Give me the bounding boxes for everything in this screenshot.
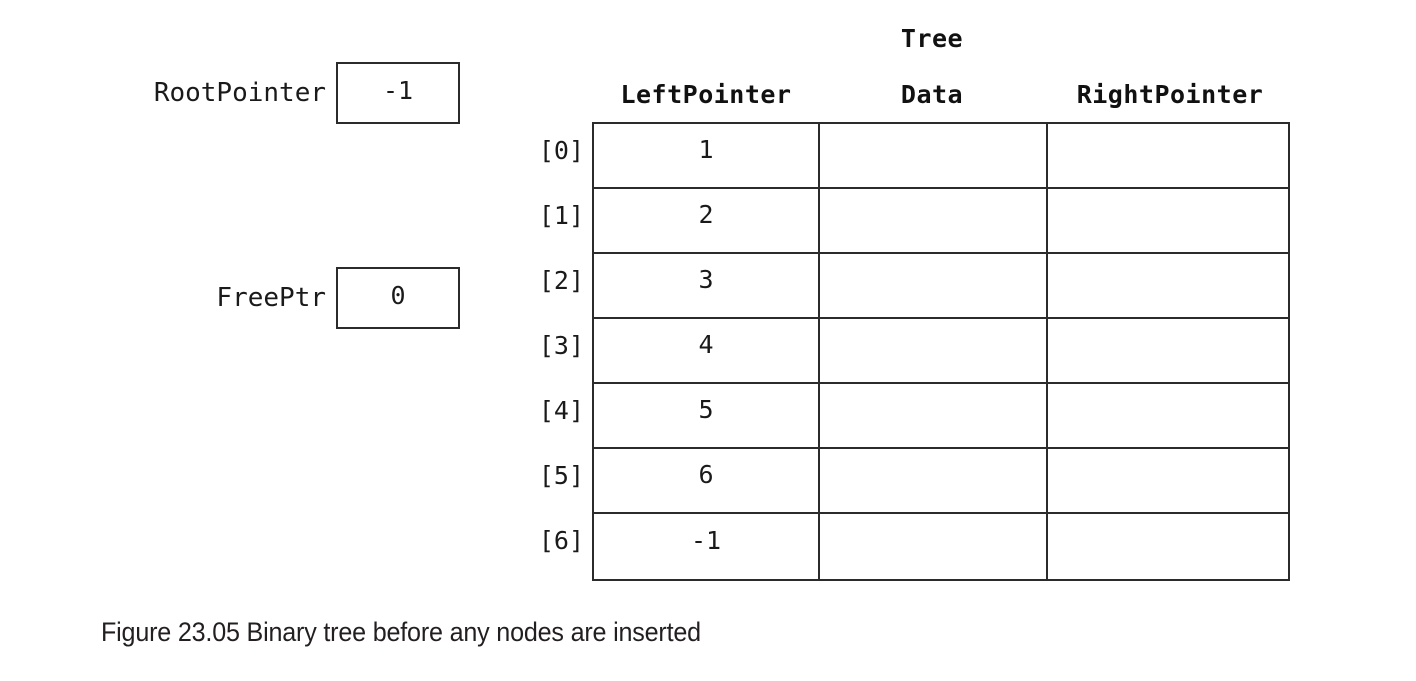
cell-data bbox=[820, 189, 1048, 252]
cell-rightpointer bbox=[1048, 514, 1288, 579]
column-header-leftpointer: LeftPointer bbox=[620, 80, 792, 109]
table-row: [2] 3 bbox=[539, 254, 1288, 319]
tree-column-headers: LeftPointer Data RightPointer bbox=[520, 80, 1310, 122]
tree-grid: [0] 1 [1] 2 [2] 3 [3] 4 [4] 5 bbox=[539, 122, 1290, 581]
table-row: [5] 6 bbox=[539, 449, 1288, 514]
cell-data bbox=[820, 319, 1048, 382]
table-row: [3] 4 bbox=[539, 319, 1288, 384]
free-pointer-box: 0 bbox=[336, 267, 460, 329]
cell-data bbox=[820, 124, 1048, 187]
figure-caption: Figure 23.05 Binary tree before any node… bbox=[101, 617, 701, 647]
root-pointer-label: RootPointer bbox=[153, 78, 326, 108]
cell-data bbox=[820, 254, 1048, 317]
cell-data bbox=[820, 384, 1048, 447]
cell-rightpointer bbox=[1048, 384, 1288, 447]
cell-leftpointer: 1 bbox=[594, 124, 820, 187]
free-pointer-value: 0 bbox=[390, 280, 406, 310]
cell-rightpointer bbox=[1048, 449, 1288, 512]
cell-data bbox=[820, 514, 1048, 579]
root-pointer-variable: RootPointer -1 bbox=[100, 62, 460, 124]
cell-data bbox=[820, 449, 1048, 512]
cell-leftpointer: 4 bbox=[594, 319, 820, 382]
cell-rightpointer bbox=[1048, 254, 1288, 317]
cell-leftpointer: 2 bbox=[594, 189, 820, 252]
tree-group-title: Tree bbox=[900, 24, 964, 53]
root-pointer-value: -1 bbox=[382, 75, 414, 105]
column-header-data: Data bbox=[900, 80, 964, 109]
table-row: [0] 1 bbox=[539, 124, 1288, 189]
cell-rightpointer bbox=[1048, 319, 1288, 382]
row-index-label: [0] bbox=[538, 136, 584, 165]
row-index-label: [4] bbox=[538, 396, 584, 425]
row-index-label: [2] bbox=[538, 266, 584, 295]
root-pointer-box: -1 bbox=[336, 62, 460, 124]
table-row: [4] 5 bbox=[539, 384, 1288, 449]
cell-leftpointer: -1 bbox=[594, 514, 820, 579]
table-row: [6] -1 bbox=[539, 514, 1288, 579]
free-pointer-label: FreePtr bbox=[216, 283, 326, 313]
row-index-label: [6] bbox=[538, 526, 584, 555]
cell-leftpointer: 5 bbox=[594, 384, 820, 447]
row-index-label: [3] bbox=[538, 331, 584, 360]
cell-leftpointer: 6 bbox=[594, 449, 820, 512]
table-row: [1] 2 bbox=[539, 189, 1288, 254]
row-index-label: [1] bbox=[538, 201, 584, 230]
cell-rightpointer bbox=[1048, 124, 1288, 187]
row-index-label: [5] bbox=[538, 461, 584, 490]
column-header-rightpointer: RightPointer bbox=[1076, 80, 1264, 109]
cell-rightpointer bbox=[1048, 189, 1288, 252]
cell-leftpointer: 3 bbox=[594, 254, 820, 317]
free-pointer-variable: FreePtr 0 bbox=[100, 267, 460, 329]
